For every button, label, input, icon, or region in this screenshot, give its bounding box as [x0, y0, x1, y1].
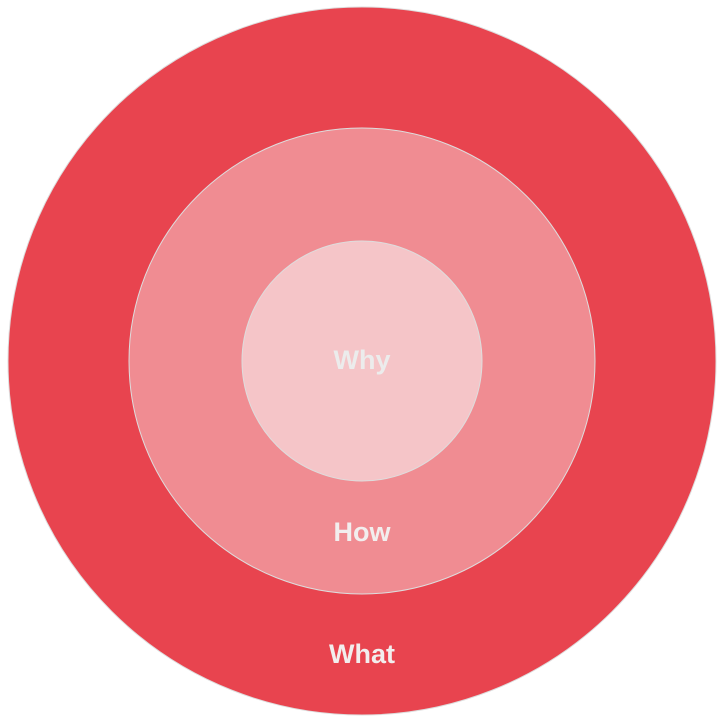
inner-ring-why: [241, 240, 483, 482]
label-how: How: [334, 517, 392, 547]
label-why: Why: [334, 345, 391, 375]
label-what: What: [329, 639, 395, 669]
